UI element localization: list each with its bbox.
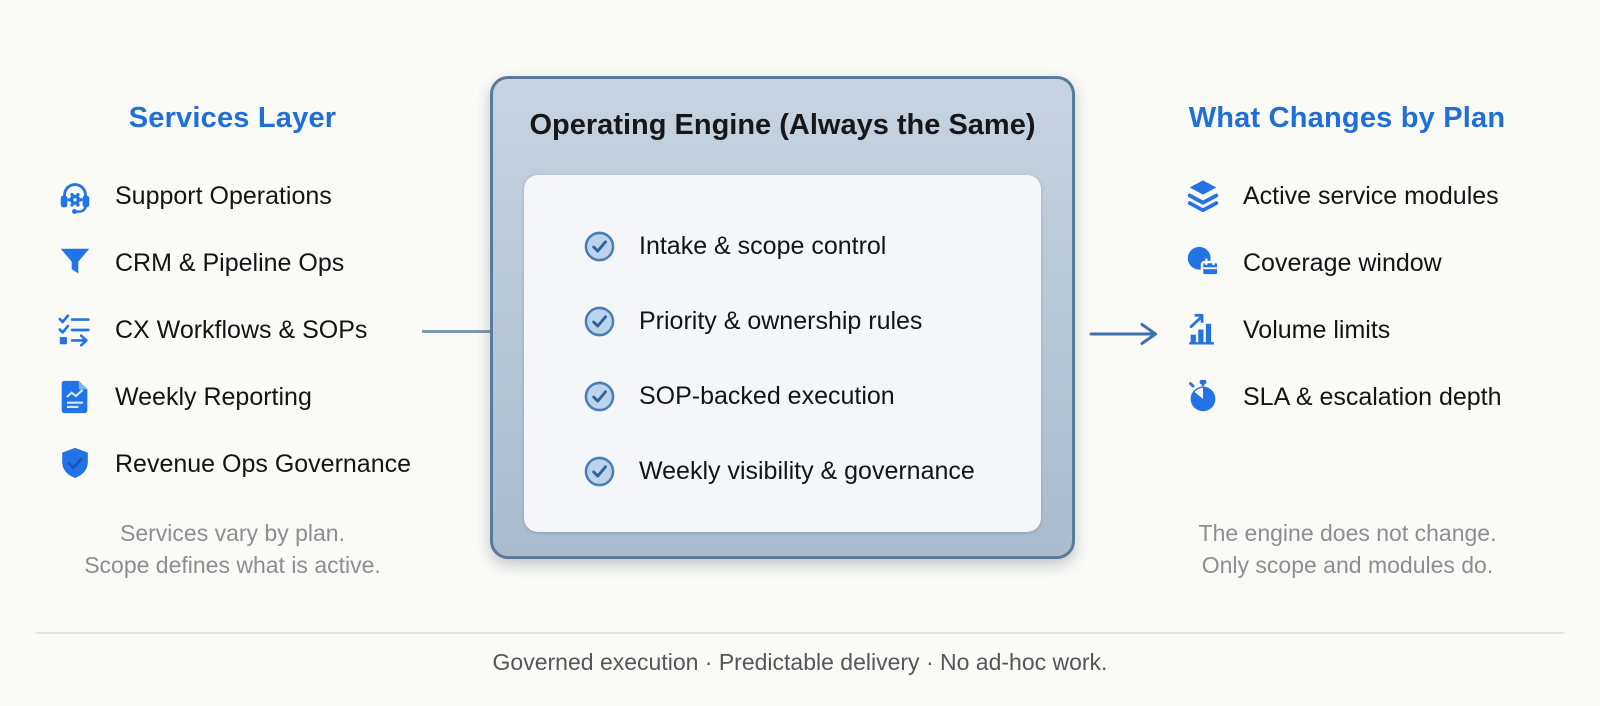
services-layer-caption: Services vary by plan. Scope defines wha… (40, 517, 425, 581)
engine-item-label: Intake & scope control (639, 231, 887, 260)
report-icon (61, 380, 88, 414)
operating-engine-box: Operating Engine (Always the Same) Intak… (490, 76, 1075, 559)
bar-chart-icon (1189, 313, 1214, 345)
list-item: Coverage window (1184, 240, 1522, 286)
right-arrow-icon (1089, 323, 1157, 345)
footer-tagline: Governed execution · Predictable deliver… (492, 649, 1108, 675)
list-item: SLA & escalation depth (1184, 374, 1522, 420)
list-item-label: CRM & Pipeline Ops (115, 248, 345, 277)
list-item: Support Operations (56, 173, 425, 219)
services-layer-title: Services Layer (128, 102, 337, 134)
check-circle-icon (584, 306, 615, 336)
list-item: Active service modules (1184, 173, 1522, 219)
what-changes-title: What Changes by Plan (1188, 102, 1506, 134)
caption-line: The engine does not change. (1198, 520, 1497, 546)
list-item: Volume limits (1184, 307, 1522, 353)
list-item-label: Revenue Ops Governance (115, 449, 412, 478)
left-connector-line (422, 330, 490, 333)
list-item-label: Volume limits (1243, 315, 1391, 344)
caption-line: Services vary by plan. (120, 520, 345, 546)
funnel-icon (60, 248, 90, 274)
operating-engine-panel: Intake & scope control Priority & owners… (524, 175, 1041, 532)
operating-engine-title: Operating Engine (Always the Same) (529, 109, 1036, 141)
what-changes-list: Active service modules Coverage window (1172, 173, 1522, 420)
layers-icon (1187, 180, 1219, 213)
workflow-icon (58, 314, 90, 347)
stopwatch-icon (1189, 379, 1216, 412)
engine-item-label: Priority & ownership rules (639, 306, 923, 335)
list-item: CRM & Pipeline Ops (56, 240, 425, 286)
headset-icon (60, 183, 90, 214)
caption-line: Only scope and modules do. (1201, 552, 1494, 578)
footer-divider (36, 632, 1564, 634)
services-layer-column: Services Layer Support Operations (40, 101, 425, 508)
shield-icon (62, 447, 88, 478)
services-layer-list: Support Operations CRM & Pipeline Ops (40, 173, 425, 487)
list-item: CX Workflows & SOPs (56, 307, 425, 353)
list-item-label: Active service modules (1243, 181, 1499, 210)
what-changes-column: What Changes by Plan Active service modu… (1172, 101, 1522, 441)
check-circle-icon (584, 231, 615, 261)
list-item-label: CX Workflows & SOPs (115, 315, 368, 344)
check-circle-icon (584, 381, 615, 411)
list-item-label: Support Operations (115, 181, 332, 210)
list-item-label: Weekly Reporting (115, 382, 312, 411)
list-item: Revenue Ops Governance (56, 441, 425, 487)
list-item-label: Coverage window (1243, 248, 1442, 277)
engine-item: SOP-backed execution (584, 371, 1041, 421)
engine-item: Intake & scope control (584, 221, 1041, 271)
list-item: Weekly Reporting (56, 374, 425, 420)
coverage-icon (1187, 246, 1220, 277)
engine-item: Weekly visibility & governance (584, 446, 1041, 496)
check-circle-icon (584, 456, 615, 486)
engine-item: Priority & ownership rules (584, 296, 1041, 346)
engine-item-label: SOP-backed execution (639, 381, 895, 410)
list-item-label: SLA & escalation depth (1243, 382, 1502, 411)
caption-line: Scope defines what is active. (84, 552, 381, 578)
what-changes-caption: The engine does not change. Only scope a… (1160, 517, 1535, 581)
engine-item-label: Weekly visibility & governance (639, 456, 975, 485)
